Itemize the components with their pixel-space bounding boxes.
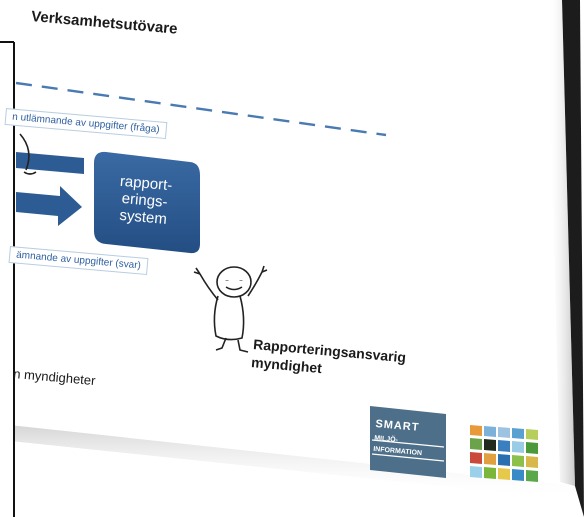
stick-figure-left bbox=[19, 133, 37, 175]
arrow-lower bbox=[16, 186, 82, 226]
logo-divider-1 bbox=[371, 439, 445, 448]
stick-figure-right bbox=[193, 265, 268, 353]
reporting-system-box bbox=[94, 151, 200, 254]
slide-right-shadow bbox=[548, 0, 575, 486]
smart-miljoinformation-logo: SMART MILJÖ- INFORMATION bbox=[373, 418, 425, 457]
dashed-boundary-line bbox=[15, 81, 387, 137]
logo-divider-2 bbox=[371, 453, 445, 462]
slide-surface bbox=[0, 0, 575, 486]
reporting-system-label: rapport- erings- system bbox=[108, 172, 182, 229]
arrow-upper bbox=[16, 152, 84, 174]
logo-tiles bbox=[470, 425, 538, 482]
left-panel bbox=[0, 0, 14, 517]
page-bottom bbox=[0, 440, 584, 517]
logo-line-miljo: MILJÖ- bbox=[373, 434, 399, 444]
slide-bottom-shadow bbox=[0, 424, 575, 500]
logo-block-bg bbox=[370, 406, 446, 478]
slide-right-edge bbox=[562, 0, 584, 517]
